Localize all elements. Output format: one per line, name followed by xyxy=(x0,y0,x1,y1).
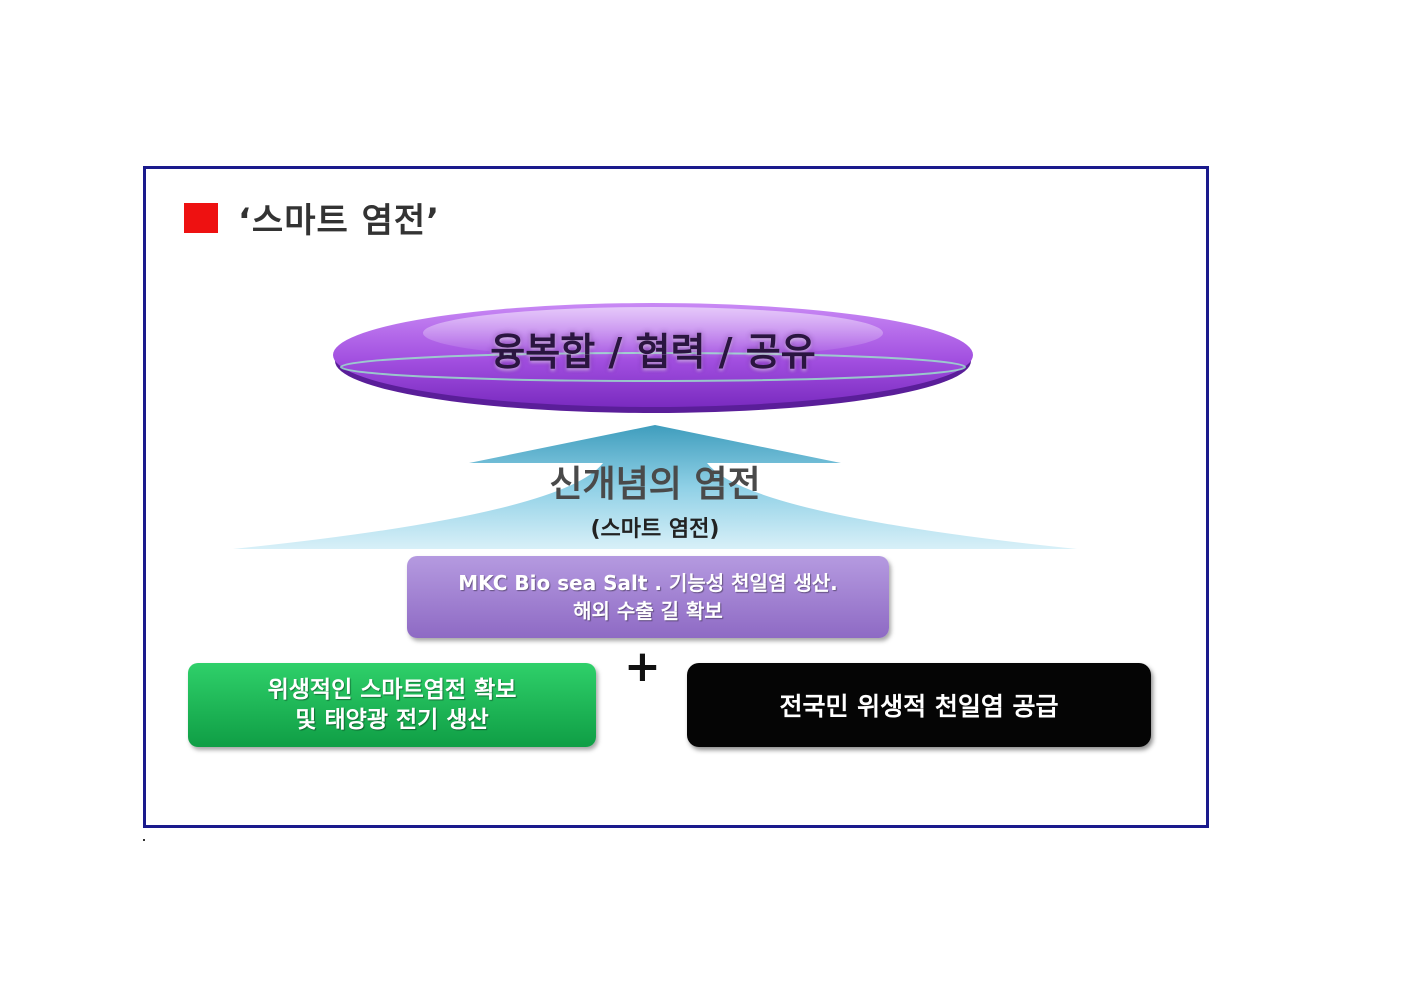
red-square-marker xyxy=(184,202,218,233)
nationwide-supply-box: 전국민 위생적 천일염 공급 xyxy=(687,663,1151,747)
green-box-line2: 및 태양광 전기 생산 xyxy=(295,707,489,733)
green-box-line1: 위생적인 스마트염전 확보 xyxy=(267,677,517,703)
up-arrow: 신개념의 염전 (스마트 염전) xyxy=(233,425,1077,550)
ellipse-graphic xyxy=(333,303,973,413)
diagram-frame: ‘스마트 염전’ 융복합 / 협력 / 공유 xyxy=(143,166,1209,828)
export-box-line1: MKC Bio sea Salt . 기능성 천일염 생산. xyxy=(458,571,838,595)
arrow-sub-label: (스마트 염전) xyxy=(590,517,720,542)
black-box-label: 전국민 위생적 천일염 공급 xyxy=(779,692,1059,721)
ellipse-label: 융복합 / 협력 / 공유 xyxy=(490,330,816,374)
diagram-title: ‘스마트 염전’ xyxy=(238,201,441,241)
title-row: ‘스마트 염전’ xyxy=(184,193,440,242)
export-box: MKC Bio sea Salt . 기능성 천일염 생산. 해외 수출 길 확… xyxy=(407,556,889,638)
top-ellipse: 융복합 / 협력 / 공유 xyxy=(331,289,975,419)
stray-dot xyxy=(143,839,145,841)
plus-sign: + xyxy=(624,641,661,692)
arrow-graphic xyxy=(233,425,1077,549)
arrow-main-label: 신개념의 염전 xyxy=(549,464,761,505)
export-box-line2: 해외 수출 길 확보 xyxy=(573,599,723,623)
smart-saltfield-box: 위생적인 스마트염전 확보 및 태양광 전기 생산 xyxy=(188,663,596,747)
